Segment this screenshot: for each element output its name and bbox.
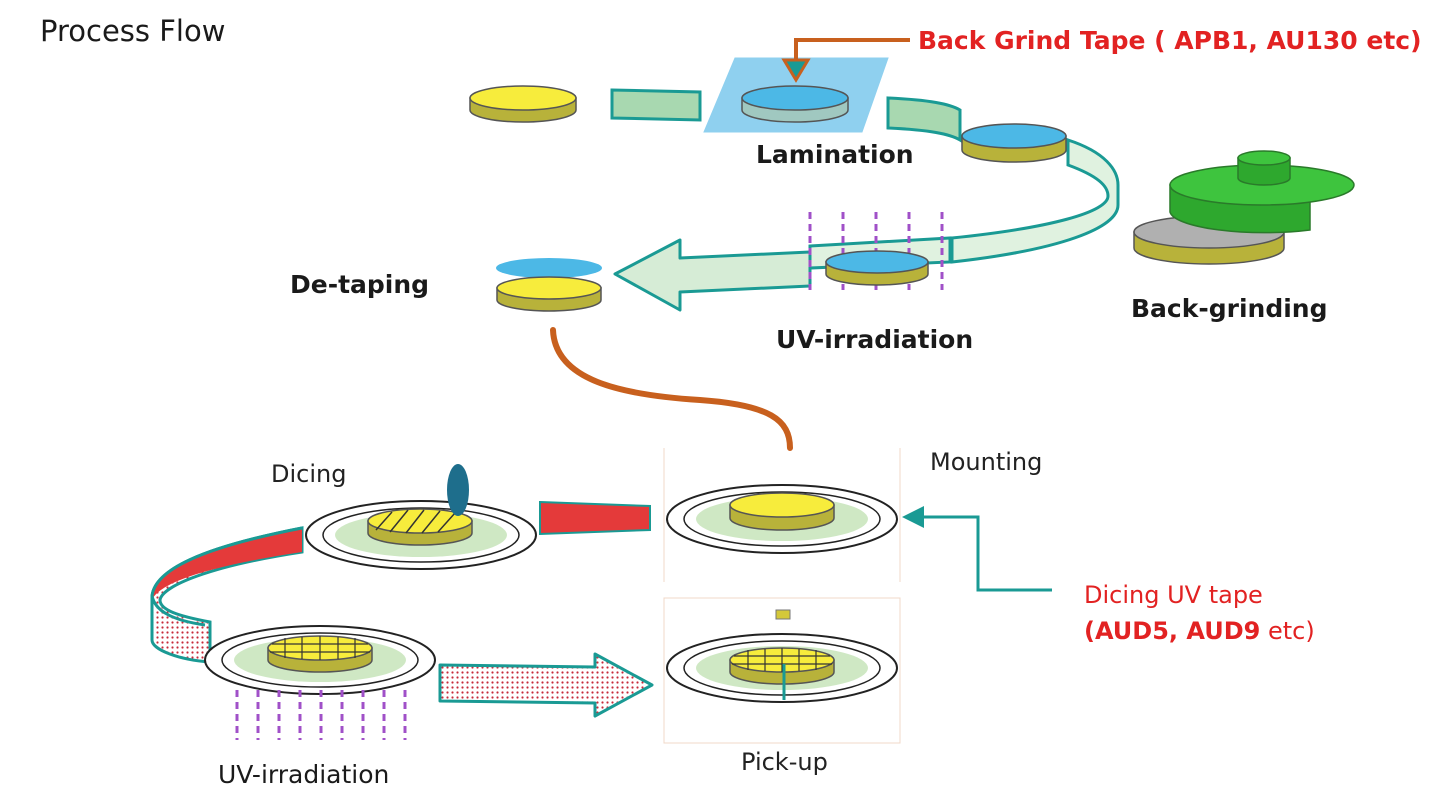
dicing-uv-tape-products-line: (AUD5, AUD9 etc) <box>1084 617 1315 645</box>
dicing-uv-tape-label: Dicing UV tape <box>1084 581 1263 609</box>
step-pick-up-label: Pick-up <box>741 748 828 776</box>
dicing-uv-tape-suffix: etc <box>1260 617 1306 645</box>
dicing-tape-arrow-icon <box>922 515 1052 592</box>
dicing-tape-arrowhead-icon <box>902 506 924 528</box>
tape-feed-arrow-icon <box>781 38 910 83</box>
back-grinder-icon <box>1133 150 1355 265</box>
step-uv-irradiation-bottom-label: UV-irradiation <box>218 760 390 789</box>
wafer-initial-icon <box>469 85 577 123</box>
connector-curve <box>550 327 793 451</box>
mounting-frame-icon <box>663 448 901 582</box>
uv-irradiation-top-icon <box>808 212 944 290</box>
close-paren: ) <box>1305 617 1315 645</box>
step-back-grinding-label: Back-grinding <box>1131 294 1328 323</box>
wafer-laminated-icon <box>961 123 1067 163</box>
de-taping-wafer-icon <box>496 258 602 312</box>
dicing-frame-icon <box>305 500 537 570</box>
top-flow-band <box>610 88 1120 312</box>
step-mounting-label: Mounting <box>930 448 1043 476</box>
back-grind-tape-label: Back Grind Tape ( APB1, AU130 etc) <box>918 26 1422 55</box>
lamination-wafer-icon <box>703 57 889 133</box>
step-de-taping-label: De-taping <box>290 270 430 299</box>
step-lamination-label: Lamination <box>756 140 914 169</box>
step-dicing-label: Dicing <box>271 460 347 488</box>
bottom-flow-band <box>150 500 654 718</box>
open-paren: ( <box>1084 617 1095 645</box>
dicing-blade-icon <box>447 464 469 516</box>
page-title: Process Flow <box>40 14 226 48</box>
dicing-uv-tape-products: AUD5, AUD9 <box>1094 617 1261 645</box>
uv-irradiation-bottom-icon <box>204 625 436 740</box>
step-uv-irradiation-top-label: UV-irradiation <box>776 325 974 354</box>
pick-up-frame-icon <box>663 597 901 744</box>
